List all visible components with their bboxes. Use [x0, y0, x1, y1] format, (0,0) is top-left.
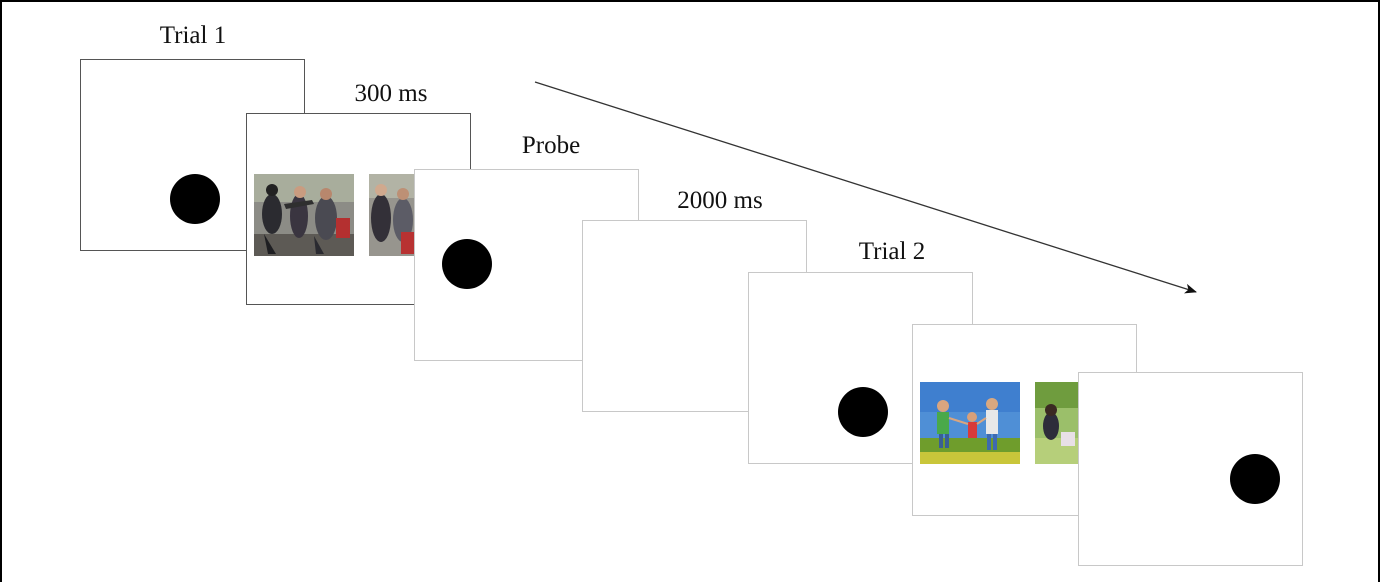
probe-dot — [1230, 454, 1280, 504]
photo-violent-scene-right — [369, 174, 415, 256]
label-probe: Probe — [521, 132, 581, 159]
label-2000-ms: 2000 ms — [677, 187, 763, 214]
label-trial-2: Trial 2 — [858, 238, 926, 265]
screen-trial2-probe — [1078, 372, 1303, 566]
fixation-dot — [170, 174, 220, 224]
fixation-dot — [838, 387, 888, 437]
photo-violent-scene-left — [254, 174, 354, 256]
label-300-ms: 300 ms — [354, 80, 428, 107]
probe-dot — [442, 239, 492, 289]
photo-children-playing-right — [1035, 382, 1079, 464]
photo-children-playing-left — [920, 382, 1020, 464]
label-trial-1: Trial 1 — [159, 22, 227, 49]
